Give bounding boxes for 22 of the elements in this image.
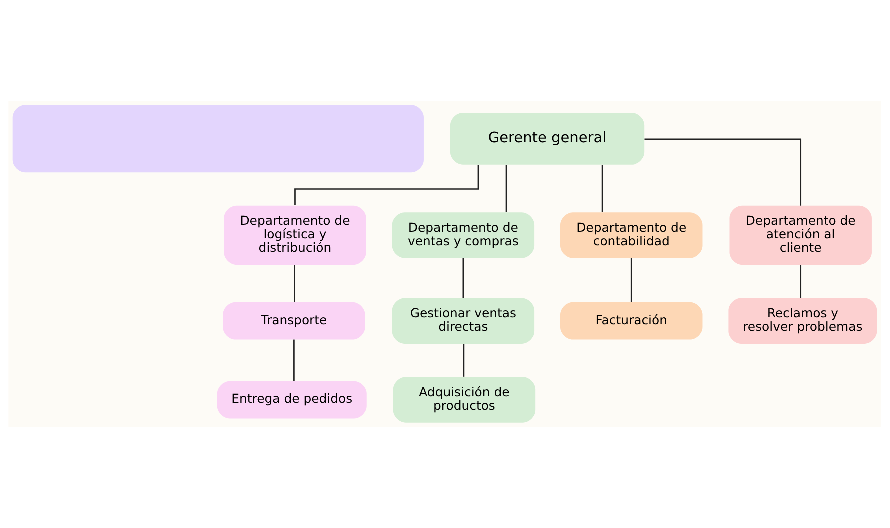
node-box: Adquisición de productos bbox=[393, 377, 536, 423]
connector bbox=[630, 258, 632, 302]
connector bbox=[294, 340, 295, 382]
connector bbox=[602, 165, 604, 212]
node-box: Departamento de logística y distribución bbox=[224, 206, 366, 266]
node-box: Facturación bbox=[560, 302, 703, 340]
node-box: Entrega de pedidos bbox=[217, 381, 367, 419]
connector bbox=[294, 164, 480, 206]
connector bbox=[800, 265, 802, 298]
connector bbox=[294, 265, 296, 302]
node-box: Gerente general bbox=[450, 112, 645, 165]
node-box: Reclamos y resolver problemas bbox=[728, 298, 878, 344]
node-box: Departamento de contabilidad bbox=[560, 212, 703, 258]
node-box: Departamento de atención al cliente bbox=[730, 206, 872, 266]
connector bbox=[644, 138, 802, 206]
node-box bbox=[12, 105, 424, 173]
connector bbox=[462, 258, 464, 298]
node-box: Transporte bbox=[223, 302, 366, 340]
node-box: Departamento de ventas y compras bbox=[392, 212, 535, 258]
node-box: Gestionar ventas directas bbox=[392, 298, 535, 344]
connector bbox=[463, 344, 465, 377]
connector bbox=[506, 165, 508, 212]
